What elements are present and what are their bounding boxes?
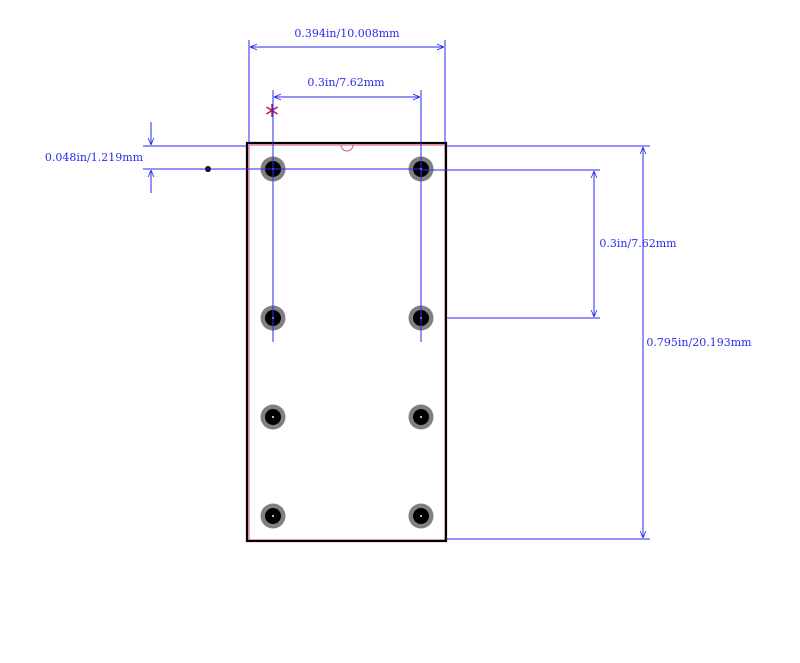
pad-5 (260, 404, 286, 430)
dimension-overall-width (248, 40, 446, 143)
dimension-overall-height (446, 145, 650, 540)
pad-group (260, 156, 434, 529)
component-body (245, 141, 448, 543)
pad-center-mark (419, 514, 423, 518)
pad-8 (408, 503, 434, 529)
pad-offset-label: 0.048in/1.219mm (45, 151, 144, 164)
origin-marker-icon (266, 104, 278, 117)
pad-center-mark (271, 514, 275, 518)
dimension-pad-offset (143, 122, 420, 193)
dimension-pin-spacing (421, 169, 600, 319)
pad-center-mark (419, 415, 423, 419)
pad-6 (408, 404, 434, 430)
pad-7 (260, 503, 286, 529)
pin1-notch (340, 144, 354, 152)
overall-width-label: 0.394in/10.008mm (294, 27, 400, 40)
pad-center-mark (271, 415, 275, 419)
pin-spacing-label: 0.3in/7.62mm (599, 237, 677, 250)
pin-pitch-label: 0.3in/7.62mm (307, 76, 385, 89)
dimension-pin-pitch (272, 90, 422, 342)
overall-height-label: 0.795in/20.193mm (646, 336, 752, 349)
